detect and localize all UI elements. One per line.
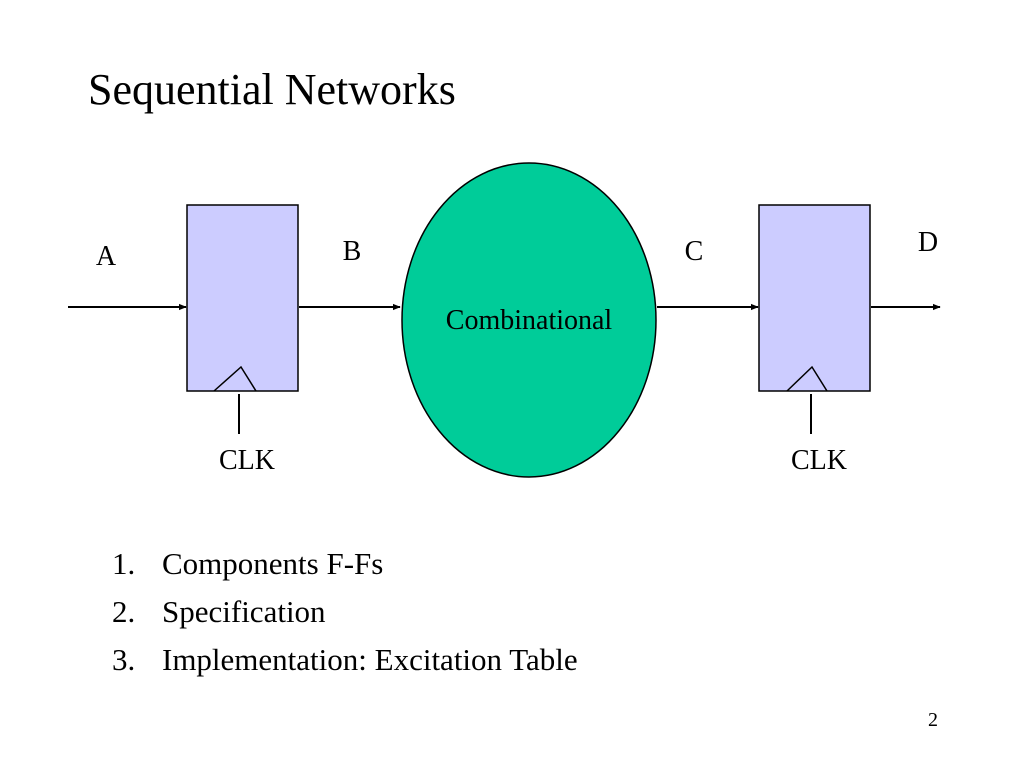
list-item-text: Components F-Fs <box>162 546 384 581</box>
list-item: 2. Specification <box>112 588 578 636</box>
signal-label-a: A <box>96 241 117 272</box>
list-item-number: 1. <box>112 546 136 581</box>
list-item-text: Implementation: Excitation Table <box>162 642 578 677</box>
signal-label-d: D <box>918 227 938 258</box>
flip-flop-2 <box>758 204 871 392</box>
flip-flop-1-clock-triangle-icon <box>213 365 257 392</box>
steps-list: 1. Components F-Fs 2. Specification 3. I… <box>112 540 578 684</box>
signal-label-b: B <box>343 236 362 267</box>
clock-label-2: CLK <box>791 445 847 476</box>
combinational-block <box>401 162 657 478</box>
list-item: 1. Components F-Fs <box>112 540 578 588</box>
clock-label-1: CLK <box>219 445 275 476</box>
signal-label-c: C <box>685 236 704 267</box>
list-item-number: 3. <box>112 642 136 677</box>
page-number: 2 <box>928 709 938 731</box>
combinational-label: Combinational <box>446 305 613 336</box>
list-item-text: Specification <box>162 594 326 629</box>
slide-title: Sequential Networks <box>88 65 456 114</box>
flip-flop-2-clock-triangle-icon <box>786 365 828 392</box>
flip-flop-1 <box>186 204 299 392</box>
list-item: 3. Implementation: Excitation Table <box>112 636 578 684</box>
list-item-number: 2. <box>112 594 136 629</box>
